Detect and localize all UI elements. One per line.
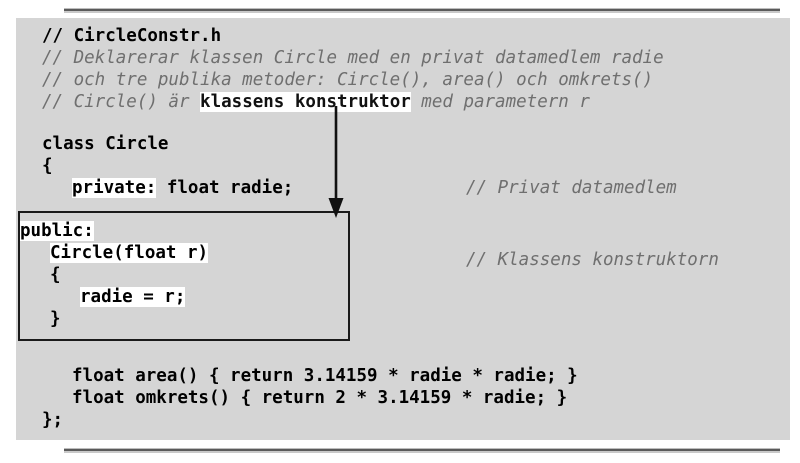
bottom-divider-rule xyxy=(64,448,780,453)
keyword-public: public: xyxy=(20,221,94,241)
code-panel: // CircleConstr.h // Deklarerar klassen … xyxy=(16,18,790,440)
emphasis-klassens-konstruktor: klassens konstruktor xyxy=(200,92,411,112)
code-line-ctor-assignment: radie = r; xyxy=(20,287,186,308)
constructor-signature: Circle(float r) xyxy=(50,243,209,263)
comment-suffix: med parametern r xyxy=(410,92,590,112)
code-line-private-member: private: float radie; xyxy=(42,178,293,199)
constructor-highlight-box: public: Circle(float r) { radie = r; } xyxy=(18,211,350,341)
code-line-class-end: }; xyxy=(42,410,64,430)
code-line-class-decl: class Circle xyxy=(42,134,169,154)
code-line-comment-c: // Circle() är klassens konstruktor med … xyxy=(42,92,590,113)
keyword-private: private: xyxy=(72,178,157,198)
pointer-arrow-icon xyxy=(328,106,344,218)
assignment-statement: radie = r; xyxy=(80,287,186,307)
code-line-omkrets-method: float omkrets() { return 2 * 3.14159 * r… xyxy=(72,388,568,408)
code-line-comment-a: // Deklarerar klassen Circle med en priv… xyxy=(42,48,664,68)
side-comment-private-member: // Privat datamedlem xyxy=(466,178,677,198)
code-line-public-keyword: public: xyxy=(20,221,94,242)
code-line-ctor-close-brace: } xyxy=(50,309,61,329)
side-comment-constructor: // Klassens konstruktorn xyxy=(466,250,719,270)
code-line-open-brace: { xyxy=(42,156,53,176)
code-line-area-method: float area() { return 3.14159 * radie * … xyxy=(72,366,578,386)
top-divider-rule xyxy=(64,8,780,13)
code-line-ctor-open-brace: { xyxy=(50,265,61,285)
code-line-filename: // CircleConstr.h xyxy=(42,26,222,46)
member-declaration: float radie; xyxy=(156,178,294,198)
comment-prefix: // Circle() är xyxy=(42,92,201,112)
code-line-ctor-signature: Circle(float r) xyxy=(20,243,209,264)
code-line-comment-b: // och tre publika metoder: Circle(), ar… xyxy=(42,70,654,90)
